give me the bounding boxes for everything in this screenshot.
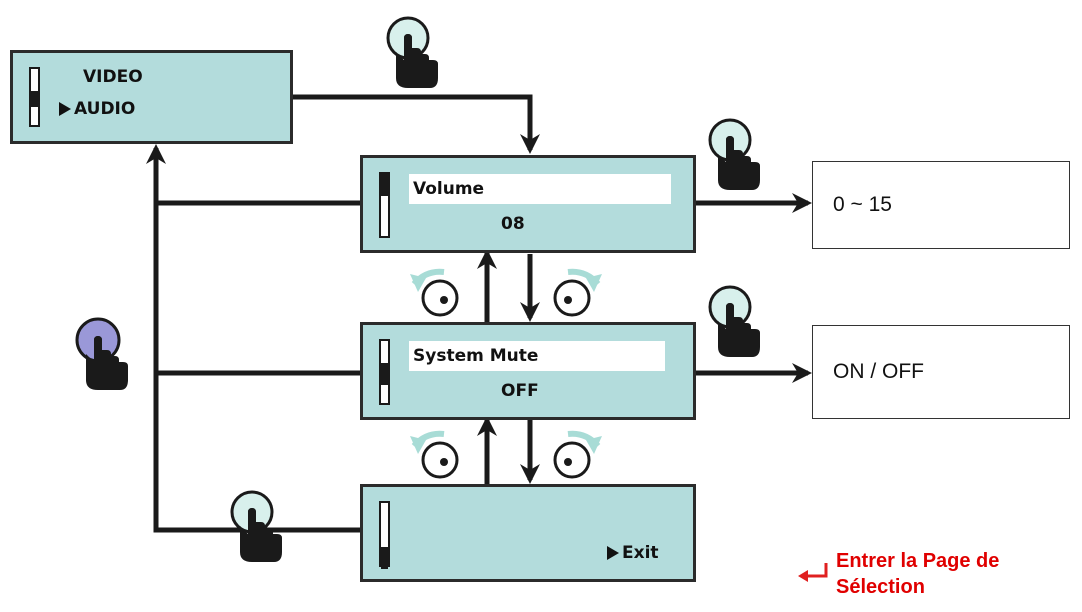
knob-press-icon — [230, 490, 282, 562]
scrollbar — [379, 339, 390, 405]
knob-rotate-right-icon — [553, 430, 602, 479]
exit-panel[interactable]: Exit — [360, 484, 696, 582]
knob-rotate-left-icon — [410, 430, 459, 479]
selection-pointer-icon — [59, 102, 71, 116]
knob-press-icon — [386, 16, 438, 88]
menu-item-audio-label: AUDIO — [74, 99, 136, 119]
knob-press-icon — [708, 118, 760, 190]
volume-label-bar — [409, 174, 671, 204]
volume-label: Volume — [413, 179, 485, 199]
legend-enter-arrow-icon — [798, 563, 828, 582]
scrollbar — [379, 172, 390, 238]
main-menu-panel: VIDEO AUDIO — [10, 50, 293, 144]
legend-line1: Entrer la Page de — [836, 550, 1000, 572]
mute-label-bar — [409, 341, 665, 371]
knob-press-select-icon — [75, 317, 128, 390]
knob-press-icon — [708, 285, 760, 357]
mute-range-box: ON / OFF — [812, 325, 1070, 419]
legend-line2: Sélection — [836, 576, 925, 598]
volume-value: 08 — [501, 214, 525, 234]
menu-item-video[interactable]: VIDEO — [83, 67, 143, 87]
knob-rotate-right-icon — [553, 268, 602, 317]
menu-item-audio[interactable]: AUDIO — [59, 99, 135, 119]
scrollbar — [29, 67, 40, 127]
scrollbar — [379, 501, 390, 569]
volume-range-box: 0 ~ 15 — [812, 161, 1070, 249]
volume-panel[interactable]: Volume 08 — [360, 155, 696, 253]
system-mute-panel[interactable]: System Mute OFF — [360, 322, 696, 420]
legend: Entrer la Page de Sélection — [836, 548, 999, 600]
knob-rotate-left-icon — [410, 268, 459, 317]
volume-range-text: 0 ~ 15 — [833, 193, 892, 216]
exit-label: Exit — [622, 543, 659, 563]
mute-range-text: ON / OFF — [833, 360, 924, 383]
mute-value: OFF — [501, 381, 539, 401]
selection-pointer-icon — [607, 546, 619, 560]
mute-label: System Mute — [413, 346, 539, 366]
exit-item[interactable]: Exit — [607, 543, 659, 563]
